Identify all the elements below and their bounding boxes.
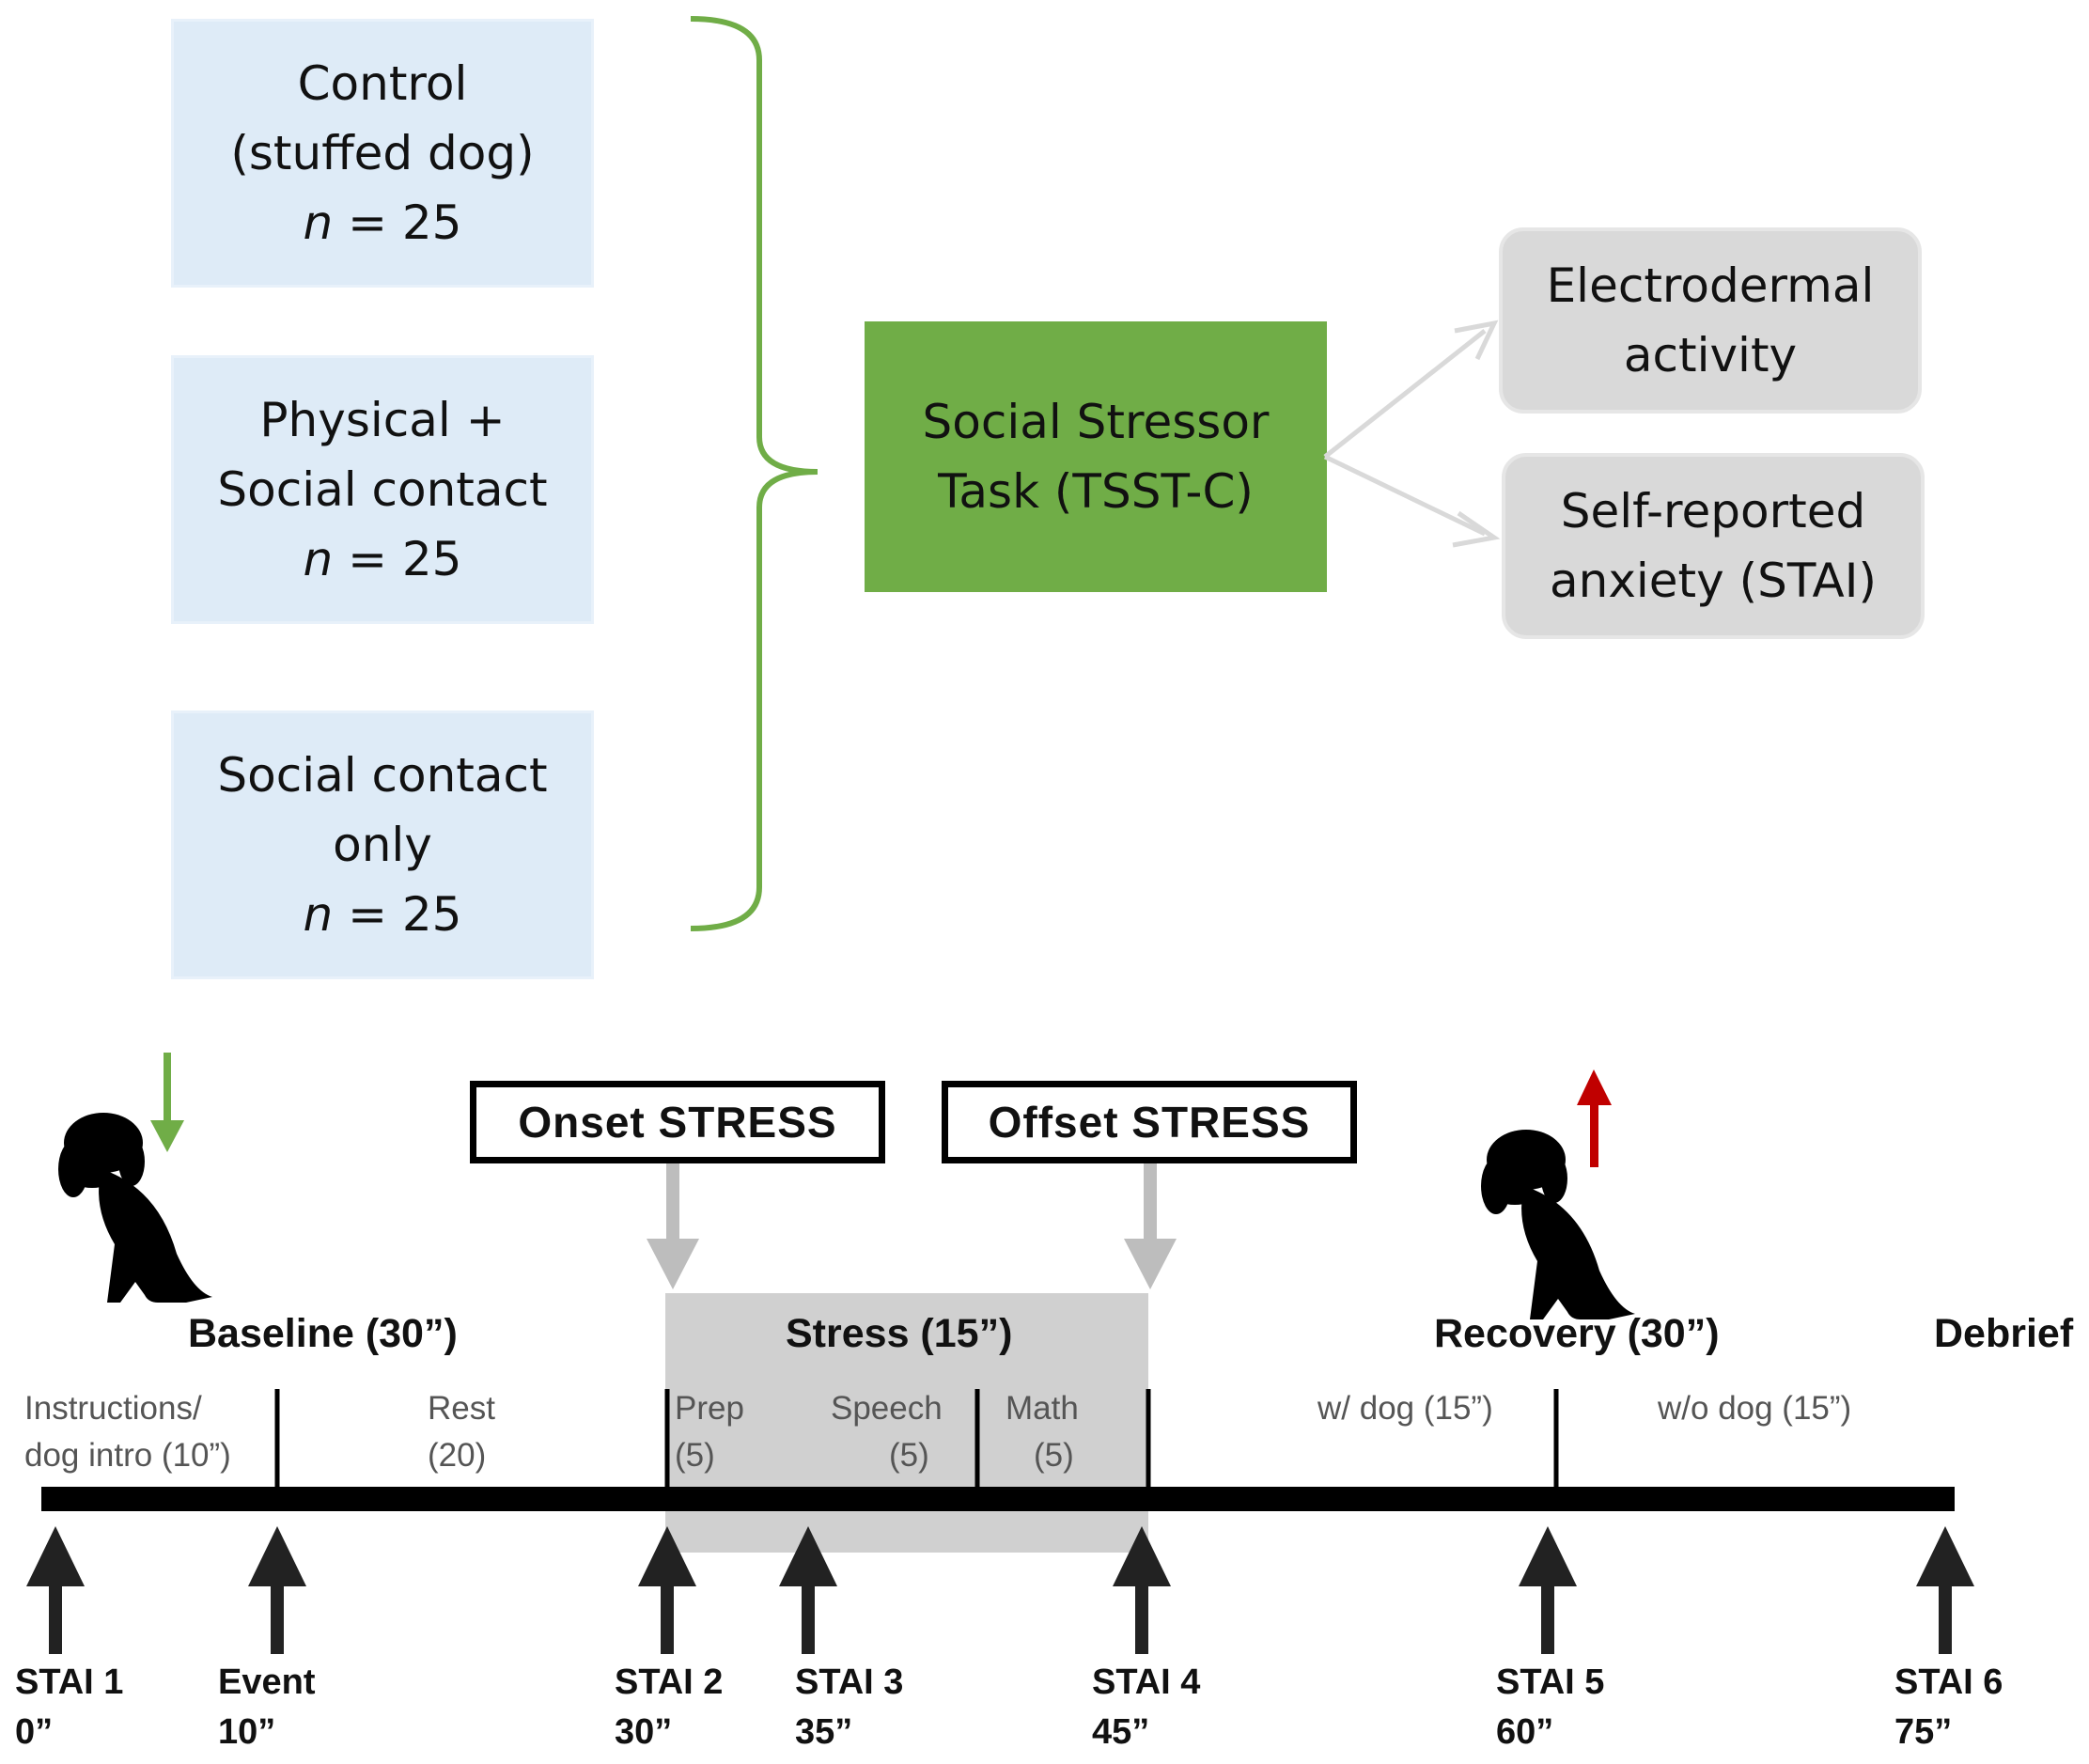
marker-stai3: STAI 3 35”: [795, 1658, 903, 1757]
group-physical-social: Physical + Social contact n = 25: [171, 355, 594, 624]
task-line1: Social Stressor: [922, 395, 1270, 449]
segment-line1: Speech: [831, 1390, 943, 1427]
marker-arrow-icon: [1519, 1526, 1577, 1654]
segment-instructions: Instructions/ dog intro (10”): [24, 1385, 231, 1479]
group-line1: Control: [297, 56, 468, 111]
marker-time: 60”: [1496, 1712, 1554, 1752]
phase-stress: Stress (15”): [786, 1311, 1013, 1356]
segment-speech: Speech (5): [831, 1385, 943, 1479]
segment-line1: Instructions/: [24, 1390, 202, 1427]
marker-time: 75”: [1894, 1712, 1953, 1752]
marker-label: Event: [218, 1663, 316, 1702]
segment-line1: Rest: [428, 1390, 495, 1427]
timeline-bar: [41, 1487, 1955, 1511]
group-n: n = 25: [303, 887, 462, 942]
segment-line2: dog intro (10”): [24, 1437, 231, 1474]
onset-arrow-icon: [647, 1163, 699, 1289]
group-line2: only: [333, 818, 432, 872]
segment-line2: (5): [675, 1437, 715, 1474]
marker-time: 35”: [795, 1712, 853, 1752]
segment-line1: Prep: [675, 1390, 744, 1427]
marker-arrow-icon: [779, 1526, 837, 1654]
marker-arrow-icon: [248, 1526, 306, 1654]
group-social-only: Social contact only n = 25: [171, 710, 594, 979]
outcome-line1: Self-reported: [1560, 484, 1866, 539]
group-line2: Social contact: [217, 462, 548, 517]
marker-stai2: STAI 2 30”: [615, 1658, 723, 1757]
marker-time: 45”: [1092, 1712, 1150, 1752]
marker-time: 30”: [615, 1712, 673, 1752]
marker-arrows: [26, 1526, 1974, 1654]
outcome-line2: anxiety (STAI): [1549, 554, 1878, 608]
task-box: Social Stressor Task (TSST-C): [865, 321, 1327, 592]
marker-arrow-icon: [26, 1526, 85, 1654]
outcome-line1: Electrodermal: [1546, 258, 1875, 313]
marker-time: 0”: [15, 1712, 54, 1752]
group-line1: Physical +: [259, 393, 506, 447]
offset-stress-box: Offset STRESS: [942, 1081, 1357, 1163]
group-n: n = 25: [303, 532, 462, 586]
task-outcome-arrows: [1323, 320, 1501, 548]
marker-arrow-icon: [1113, 1526, 1171, 1654]
group-n: n = 25: [303, 195, 462, 250]
segment-with-dog: w/ dog (15”): [1317, 1390, 1493, 1427]
segment-line2: (5): [1034, 1437, 1074, 1474]
segment-line2: (20): [428, 1437, 487, 1474]
segment-math: Math (5): [1006, 1385, 1079, 1479]
phase-recovery: Recovery (30”): [1434, 1311, 1720, 1356]
marker-label: STAI 2: [615, 1663, 724, 1702]
segment-line2: (5): [888, 1437, 929, 1474]
group-line2: (stuffed dog): [230, 126, 535, 180]
group-control: Control (stuffed dog) n = 25: [171, 19, 594, 288]
marker-label: STAI 5: [1496, 1663, 1605, 1702]
segment-line1: Math: [1006, 1390, 1079, 1427]
marker-label: STAI 3: [795, 1663, 904, 1702]
marker-arrow-icon: [1916, 1526, 1974, 1654]
onset-stress-box: Onset STRESS: [470, 1081, 885, 1163]
segment-without-dog: w/o dog (15”): [1658, 1390, 1852, 1427]
marker-event: Event 10”: [218, 1658, 315, 1757]
marker-stai4: STAI 4 45”: [1092, 1658, 1200, 1757]
marker-label: STAI 1: [15, 1663, 124, 1702]
phase-debrief: Debrief: [1934, 1311, 2074, 1356]
down-arrow-icon: [150, 1053, 184, 1152]
segment-prep: Prep (5): [675, 1385, 744, 1479]
task-line2: Task (TSST-C): [938, 464, 1254, 519]
up-arrow-icon: [1577, 1069, 1612, 1167]
outcome-line2: activity: [1623, 328, 1798, 382]
marker-stai1: STAI 1 0”: [15, 1658, 123, 1757]
segment-rest: Rest (20): [428, 1385, 495, 1479]
segment-dividers: [274, 1389, 1559, 1490]
outcome-stai: Self-reported anxiety (STAI): [1502, 453, 1925, 639]
marker-stai5: STAI 5 60”: [1496, 1658, 1604, 1757]
phase-baseline: Baseline (30”): [188, 1311, 458, 1356]
marker-arrow-icon: [638, 1526, 696, 1654]
marker-time: 10”: [218, 1712, 276, 1752]
outcome-eda: Electrodermal activity: [1499, 227, 1922, 414]
dog-silhouette-icon: [58, 1113, 212, 1303]
group-line1: Social contact: [217, 748, 548, 803]
offset-arrow-icon: [1124, 1163, 1177, 1289]
marker-stai6: STAI 6 75”: [1894, 1658, 2003, 1757]
marker-label: STAI 4: [1092, 1663, 1201, 1702]
marker-label: STAI 6: [1894, 1663, 2003, 1702]
dog-silhouette-icon: [1481, 1130, 1635, 1319]
group-bracket: [690, 16, 818, 931]
